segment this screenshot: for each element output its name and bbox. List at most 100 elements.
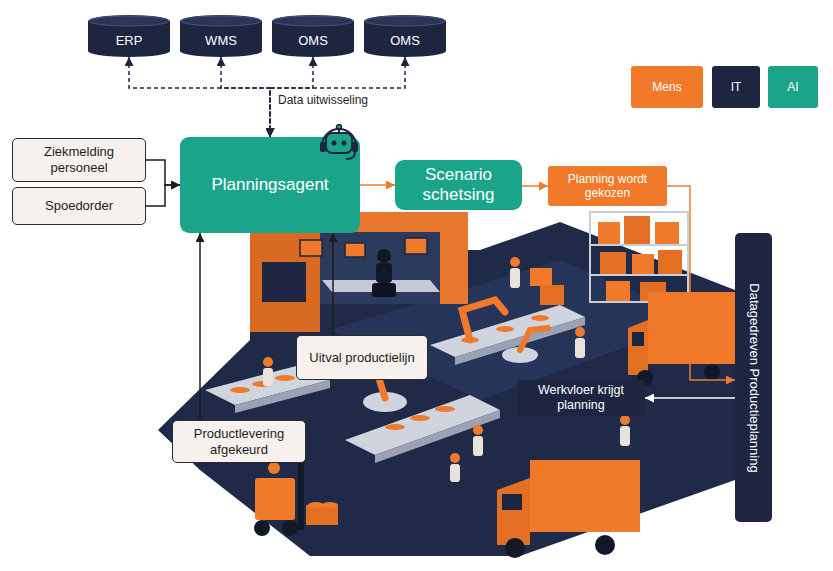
workers [263,357,273,367]
node-text: OMS [298,33,328,49]
storage-rack [540,285,564,305]
storage-rack [590,274,688,276]
conveyor-belts [455,317,585,365]
carrots [410,415,430,421]
node-text: Planning wordt gekozen [556,172,659,201]
workers [620,426,630,446]
input-box: Productlevering afgekeurd [172,420,306,463]
cylinder-body [180,15,262,57]
delivery-truck [502,494,522,510]
carrots [496,326,514,332]
cylinder-top [365,16,445,26]
connector [199,233,201,420]
connector [146,185,180,206]
conveyor-belts [235,380,330,413]
delivery-truck [595,535,615,555]
storage-rack [632,254,654,274]
storage-rack [530,268,552,286]
factory-floor [158,222,735,556]
robot-icon [352,142,358,152]
connector [360,184,395,186]
robot-icon [322,129,356,146]
connector [645,397,735,399]
cylinder-body [88,15,170,57]
workers [263,368,273,386]
workers [450,453,460,463]
database-cylinder: ERP [88,15,170,57]
office-booth [377,249,391,263]
cylinder-body [364,15,446,57]
workers [473,425,483,435]
delivery-truck [704,364,720,380]
robot-icon [318,124,360,164]
conveyor-belts [375,410,500,463]
forklift [254,520,270,536]
storage-rack [598,222,620,244]
legend-text: IT [731,80,742,94]
connector [522,185,548,187]
workers [575,327,585,337]
office-booth [300,240,322,256]
carrots [435,406,455,412]
robot-icon [342,141,347,146]
legend-text: Mens [652,80,681,94]
robot-arms [520,328,548,350]
office-booth [345,243,365,257]
node-text: OMS [390,33,420,49]
legend-swatch: Mens [631,66,703,108]
node-text: Uitval productielijn [309,350,415,366]
workers [510,257,520,267]
cylinder-top [181,16,261,26]
connector [146,160,180,185]
process-box: Planning wordt gekozen [548,166,667,206]
storage-rack [606,281,630,301]
storage-rack [530,212,688,305]
carrots [230,387,250,393]
connector [332,233,334,335]
delivery-truck [497,478,530,545]
robot-icon [320,142,326,152]
connectors [129,57,735,420]
delivery-truck [628,320,648,375]
robot-icon [332,141,337,146]
output-box: Werkvloer krijgt planning [517,380,645,416]
node-text: Productlevering afgekeurd [183,426,295,457]
legend-swatch: AI [768,66,818,108]
workers [510,268,520,288]
forklift [298,462,304,530]
robot-icon [346,152,355,159]
connector [129,57,270,137]
forklift [306,505,338,525]
forklift [322,502,338,508]
connector [667,186,735,380]
workers [620,415,630,425]
database-cylinder: OMS [272,15,354,57]
office-booth [372,283,396,297]
node-text: Scenario schetsing [405,165,512,206]
storage-rack [590,244,688,246]
node-text: Spoedorder [45,198,113,214]
carrots [275,375,295,381]
forklift [268,462,280,474]
workers [473,436,483,456]
carrots [385,424,405,430]
workers [263,257,630,482]
node-text: Planningsagent [211,175,328,195]
legend-text: AI [787,80,798,94]
workers [450,464,460,482]
forklift [282,520,298,536]
forklift [308,502,324,508]
cylinder-body [272,15,354,57]
delivery-truck [648,292,736,364]
office-booth [320,232,440,304]
connector [270,57,405,137]
node-text: WMS [205,33,237,49]
delivery-truck [628,292,736,386]
robot-arms [462,300,505,340]
office-booth [376,263,392,283]
input-box: Uitval productielijn [296,335,428,380]
robot-icon [326,133,352,153]
factory-floor [158,222,735,556]
